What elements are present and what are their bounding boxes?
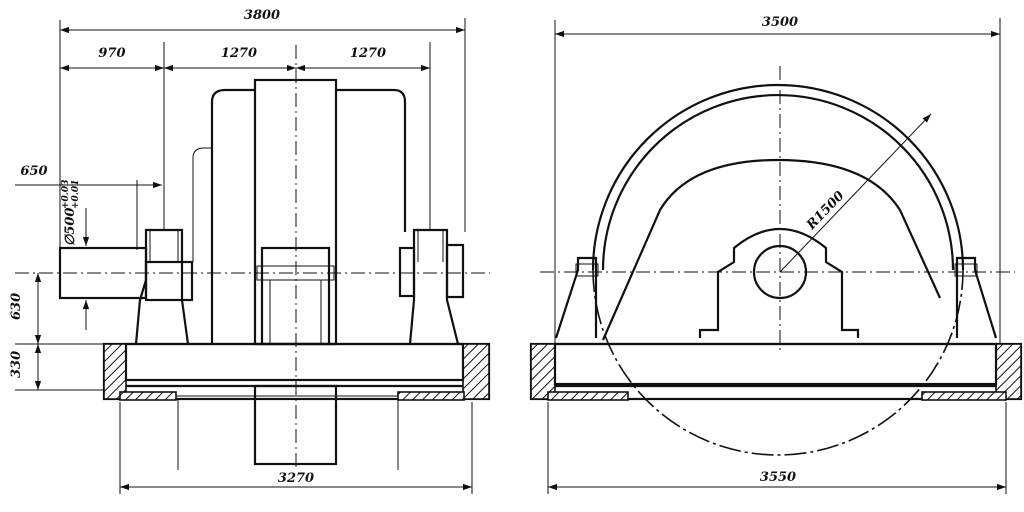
- side-view: R1500 3500 3550: [529, 15, 1023, 494]
- dim-left-offset: 970: [98, 46, 125, 61]
- dim-shaft-diameter: ∅500: [63, 208, 78, 246]
- dim-base-height: 330: [9, 351, 24, 378]
- side-right-support: [954, 256, 998, 339]
- dim-shaft-extension: 650: [20, 164, 47, 179]
- dim-shaft-tolerance-lower: +0.01: [71, 180, 81, 209]
- front-drum: [192, 78, 407, 466]
- dim-base-width-side: 3550: [760, 470, 796, 485]
- side-center-bearing: [698, 228, 860, 338]
- side-left-support: [554, 256, 599, 339]
- dim-radius: R1500: [803, 189, 847, 234]
- dim-overall-width-side: 3500: [762, 15, 798, 30]
- front-right-bearing: [398, 228, 465, 345]
- front-view: 3800 970 1270 1270 650 ∅500 +0.03 +0.01 …: [9, 8, 491, 494]
- dim-mid-right: 1270: [350, 46, 386, 61]
- dim-base-width-front: 3270: [278, 471, 314, 486]
- dim-mid-left: 1270: [221, 46, 257, 61]
- dim-shaft-tolerance-upper: +0.03: [61, 180, 71, 209]
- dim-axis-height: 630: [9, 293, 24, 320]
- wheel-lower-phantom: [592, 269, 964, 456]
- dim-overall-width-front: 3800: [244, 8, 280, 23]
- wheel-inner-rim: [601, 93, 955, 271]
- front-base: [102, 342, 491, 401]
- side-base: [529, 342, 1023, 401]
- front-left-bearing: [58, 228, 194, 345]
- wheel-outer-rim: [591, 83, 965, 271]
